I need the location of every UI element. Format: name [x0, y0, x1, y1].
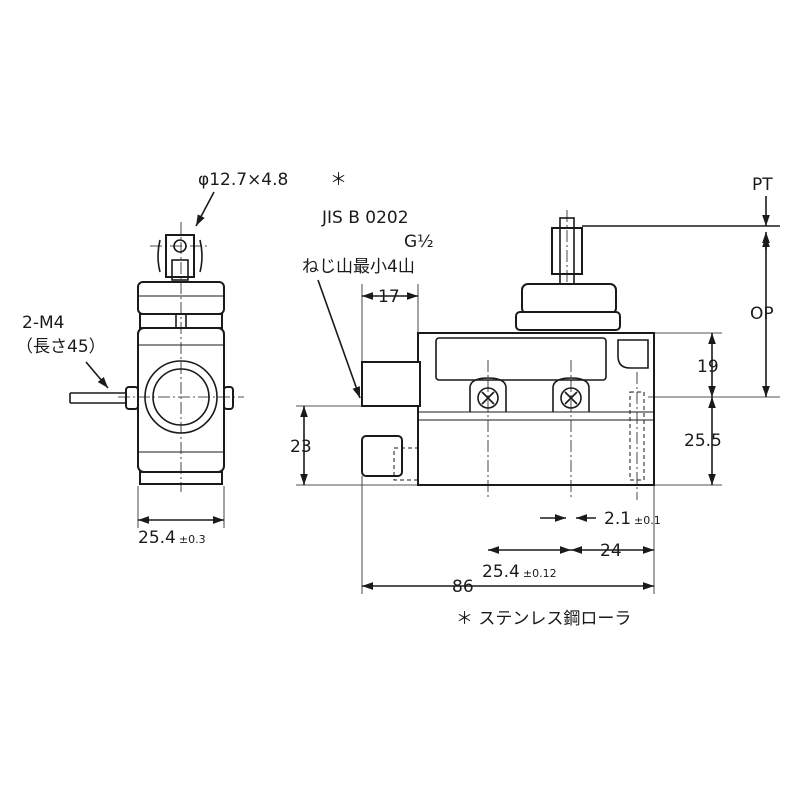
roller-asterisk: ＊ — [330, 170, 347, 190]
screw-label-line2: （長さ45） — [16, 337, 106, 357]
plunger-roller — [551, 210, 583, 290]
dim-17: 17 — [378, 287, 400, 307]
dim-pt: PT — [752, 175, 773, 195]
front-view: φ12.7×4.8 ＊ 2-M4 （長さ45） 25.4±0.3 — [16, 170, 347, 548]
roller — [157, 234, 203, 281]
roller-dimension-label: φ12.7×4.8 — [198, 170, 288, 190]
side-view: PT OP 19 25.5 23 JIS B 0202 G½ ねじ山最小4山 1… — [290, 175, 780, 597]
dim-86: 86 — [452, 577, 474, 597]
front-width-dimension: 25.4±0.3 — [138, 528, 206, 548]
screw-label-line1: 2-M4 — [22, 313, 64, 333]
dim-25-5: 25.5 — [684, 431, 722, 451]
dim-24: 24 — [600, 541, 622, 561]
conduit-boss — [361, 361, 421, 407]
footnote: ＊ ステンレス鋼ローラ — [456, 609, 631, 629]
dim-25-4: 25.4±0.12 — [482, 562, 557, 582]
side-body — [417, 332, 655, 486]
conduit-thread-note: ねじ山最小4山 — [302, 257, 415, 277]
dim-op: OP — [750, 304, 774, 324]
side-screw — [69, 386, 234, 410]
conduit-thread: G½ — [404, 232, 434, 252]
dim-19: 19 — [697, 357, 719, 377]
side-head — [521, 283, 617, 315]
conduit-standard: JIS B 0202 — [321, 208, 409, 228]
dim-23: 23 — [290, 437, 312, 457]
dim-2-1: 2.1±0.1 — [604, 509, 661, 529]
